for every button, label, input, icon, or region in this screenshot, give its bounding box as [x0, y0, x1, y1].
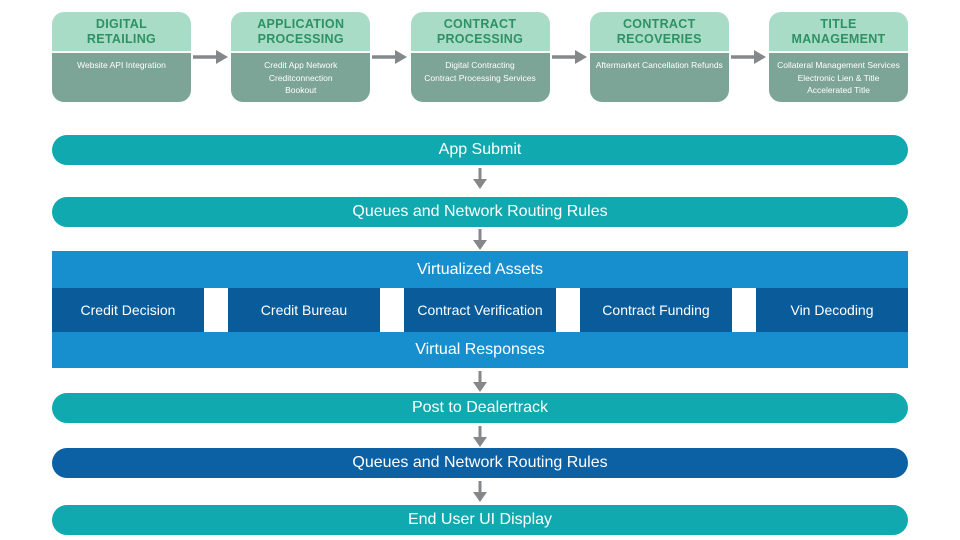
stage-title: APPLICATION PROCESSING: [231, 12, 371, 53]
down-arrow-icon: [52, 371, 908, 393]
end-user-ui-display-bar: End User UI Display: [52, 505, 908, 535]
down-arrow-icon: [52, 168, 908, 190]
stage-box-contract-recoveries: CONTRACT RECOVERIES Aftermarket Cancella…: [589, 12, 729, 102]
stage-title: DIGITAL RETAILING: [52, 12, 191, 53]
virtual-assets-row: Credit Decision Credit Bureau Contract V…: [52, 288, 908, 332]
asset-box-credit-decision: Credit Decision: [52, 288, 204, 332]
stage-title: TITLE MANAGEMENT: [769, 12, 908, 53]
asset-box-credit-bureau: Credit Bureau: [228, 288, 380, 332]
down-arrow-icon: [52, 481, 908, 503]
product-stages-row: DIGITAL RETAILING Website API Integratio…: [52, 12, 908, 102]
queues-routing-rules-bottom-bar: Queues and Network Routing Rules: [52, 448, 908, 478]
stage-services: Website API Integration: [52, 53, 191, 102]
stage-title: CONTRACT RECOVERIES: [589, 12, 729, 53]
stage-box-title-management: TITLE MANAGEMENT Collateral Management S…: [769, 12, 908, 102]
stage-services: Aftermarket Cancellation Refunds: [589, 53, 729, 102]
asset-box-contract-verification: Contract Verification: [404, 288, 556, 332]
right-arrow-icon: [729, 12, 769, 102]
down-arrow-icon: [52, 229, 908, 251]
virtualized-assets-title: Virtualized Assets: [52, 251, 908, 288]
virtual-responses-title: Virtual Responses: [52, 332, 908, 368]
asset-box-vin-decoding: Vin Decoding: [756, 288, 908, 332]
post-to-dealertrack-bar: Post to Dealertrack: [52, 393, 908, 423]
virtualized-assets-block: Virtualized Assets Credit Decision Credi…: [52, 251, 908, 368]
right-arrow-icon: [550, 12, 590, 102]
down-arrow-icon: [52, 426, 908, 448]
stage-box-digital-retailing: DIGITAL RETAILING Website API Integratio…: [52, 12, 191, 102]
stage-box-application-processing: APPLICATION PROCESSING Credit App Networ…: [231, 12, 371, 102]
stage-title: CONTRACT PROCESSING: [410, 12, 550, 53]
asset-box-contract-funding: Contract Funding: [580, 288, 732, 332]
diagram-column: DIGITAL RETAILING Website API Integratio…: [52, 12, 908, 535]
queues-routing-rules-top-bar: Queues and Network Routing Rules: [52, 197, 908, 227]
right-arrow-icon: [370, 12, 410, 102]
right-arrow-icon: [191, 12, 231, 102]
app-submit-bar: App Submit: [52, 135, 908, 165]
